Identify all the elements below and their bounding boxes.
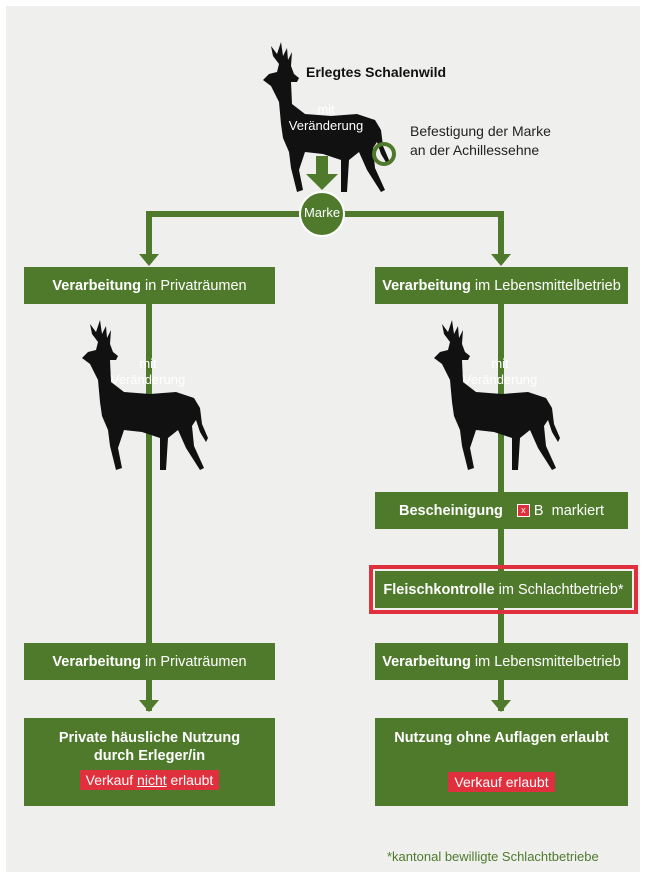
box-bold: Verarbeitung: [382, 653, 471, 670]
tag-ring-icon: [372, 142, 396, 166]
sale-post: erlaubt: [166, 772, 214, 788]
arrow-right-bottom: [491, 700, 511, 712]
title: Erlegtes Schalenwild: [306, 64, 447, 80]
deer-silhouette-icon: [434, 320, 560, 470]
box-rest: in Privaträumen: [141, 277, 247, 294]
box-bold: Fleischkontrolle: [383, 581, 495, 598]
deer-silhouette-icon: [82, 320, 208, 470]
attach-note-line1: Befestigung der Marke: [410, 123, 551, 139]
left-final-box: Private häusliche Nutzung durch Erleger/…: [24, 718, 275, 806]
box-rest: im Lebensmittelbetrieb: [470, 653, 621, 670]
marke-label: Marke: [303, 205, 341, 220]
final-line2: durch Erleger/in: [93, 748, 206, 764]
sale-allowed-badge: Verkauf erlaubt: [448, 772, 555, 792]
deer-label-right: mit Veränderung: [450, 356, 550, 388]
attach-note: Befestigung der Marke an der Achillesseh…: [410, 122, 551, 160]
checkbox-icon: x: [516, 504, 530, 517]
left-processing-box-top: Verarbeitung in Privaträumen: [24, 267, 275, 304]
deer-label-left: mit Veränderung: [98, 356, 198, 388]
right-processing-box-top: Verarbeitung im Lebensmittelbetrieb: [375, 267, 628, 304]
sale-underlined: nicht: [137, 772, 167, 788]
final-line1: Nutzung ohne Auflagen erlaubt: [394, 730, 609, 746]
sale-pre: Verkauf: [85, 772, 138, 788]
box-bold: Verarbeitung: [52, 277, 142, 294]
deer-label-line1: mit: [139, 356, 157, 371]
deer-label-line2: Veränderung: [288, 118, 364, 133]
deer-label-top: mit Veränderung: [276, 102, 376, 134]
right-final-box: Nutzung ohne Auflagen erlaubt Verkauf er…: [375, 718, 628, 806]
box-rest: B markiert: [533, 502, 605, 519]
deer-label-line2: Veränderung: [462, 372, 538, 387]
down-arrow-icon: [306, 156, 338, 190]
box-rest: im Schlachtbetrieb*: [494, 581, 624, 598]
box-rest: im Lebensmittelbetrieb: [470, 277, 621, 294]
arrow-left-top: [139, 254, 159, 266]
highlight-frame: [369, 565, 638, 614]
final-line1: Private häusliche Nutzung: [58, 730, 241, 746]
box-rest: in Privaträumen: [141, 653, 247, 670]
right-processing-box-bottom: Verarbeitung im Lebensmittelbetrieb: [375, 643, 628, 680]
meat-inspection-box: Fleischkontrolle im Schlachtbetrieb*: [375, 571, 632, 608]
box-bold: Bescheinigung: [398, 502, 503, 519]
deer-label-line1: mit: [317, 102, 335, 117]
deer-label-line1: mit: [491, 356, 509, 371]
left-processing-box-bottom: Verarbeitung in Privaträumen: [24, 643, 275, 680]
arrow-left-bottom: [139, 700, 159, 712]
attach-note-line2: an der Achillessehne: [410, 142, 540, 158]
deer-label-line2: Veränderung: [110, 372, 186, 387]
footnote: *kantonal bewilligte Schlachtbetriebe: [387, 849, 599, 864]
box-bold: Verarbeitung: [52, 653, 142, 670]
arrow-right-top: [491, 254, 511, 266]
diagram-canvas: Erlegtes Schalenwild Befestigung der Mar…: [6, 6, 640, 872]
box-bold: Verarbeitung: [382, 277, 471, 294]
sale-not-allowed-badge: Verkauf nicht erlaubt: [79, 770, 220, 790]
marke-circle: [299, 191, 345, 237]
flow-graphics: [82, 42, 560, 712]
